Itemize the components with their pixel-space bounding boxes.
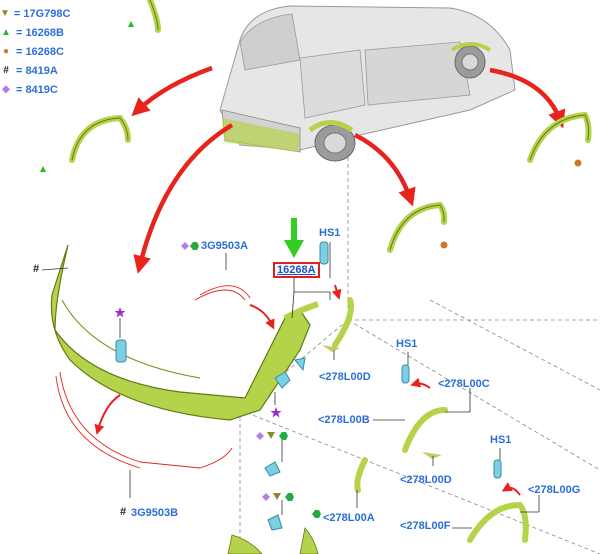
arch-outline — [71, 0, 590, 251]
legend-equals: = — [16, 83, 23, 96]
red-arrows — [131, 65, 566, 274]
callout-hash-marker: # — [120, 506, 127, 518]
hash-icon: # — [3, 65, 9, 76]
callout-278l00d[interactable]: <278L00D — [319, 371, 371, 383]
callout-278l00g[interactable]: <278L00G — [528, 484, 581, 496]
diamond-icon: ◆ — [2, 84, 10, 95]
callout-hs1[interactable]: HS1 — [490, 434, 512, 446]
legend-equals: = — [16, 26, 23, 39]
legend-item: ● = 16268C — [0, 42, 70, 61]
leader-lines — [41, 242, 540, 529]
guide-lines — [239, 150, 600, 554]
callout-278l00a[interactable]: <278L00A — [323, 512, 375, 524]
part-code-legend: ▼ = 17G798C ▲ = 16268B ● = 16268C # = 84… — [0, 4, 70, 99]
van-illustration — [219, 5, 516, 162]
symbol-markers — [40, 21, 582, 518]
up-triangle-icon: ▲ — [1, 27, 11, 38]
legend-item: ◆ = 8419C — [0, 80, 70, 99]
green-arrow — [284, 218, 304, 258]
circle-icon: ● — [2, 46, 10, 57]
legend-item: ▲ = 16268B — [0, 23, 70, 42]
callout-3g9503a[interactable]: 3G9503A — [201, 240, 249, 252]
legend-item: ▼ = 17G798C — [0, 4, 70, 23]
legend-code: 16268B — [25, 26, 64, 39]
down-triangle-icon: ▼ — [0, 8, 10, 19]
clips — [115, 241, 502, 531]
trim-outlines — [55, 285, 251, 469]
legend-equals: = — [16, 64, 23, 77]
callout-hs1[interactable]: HS1 — [396, 338, 418, 350]
legend-equals: = — [16, 45, 23, 58]
legend-code: 8419A — [25, 64, 58, 77]
front-bumper — [50, 244, 319, 421]
callout-hash-marker: # — [33, 263, 40, 275]
callout-278l00b[interactable]: <278L00B — [318, 414, 370, 426]
lower-parts — [227, 527, 319, 554]
legend-item: # = 8419A — [0, 61, 70, 80]
callout-16268a-highlighted[interactable]: 16268A — [273, 262, 320, 278]
callout-3g9503b[interactable]: 3G9503B — [131, 507, 179, 519]
legend-code: 17G798C — [23, 7, 71, 20]
callout-278l00d[interactable]: <278L00D — [400, 474, 452, 486]
legend-code: 8419C — [25, 83, 58, 96]
legend-equals: = — [13, 7, 21, 20]
legend-code: 16268C — [25, 45, 64, 58]
callout-hs1[interactable]: HS1 — [319, 227, 341, 239]
callout-278l00f[interactable]: <278L00F — [400, 520, 451, 532]
callout-278l00c[interactable]: <278L00C — [438, 378, 490, 390]
